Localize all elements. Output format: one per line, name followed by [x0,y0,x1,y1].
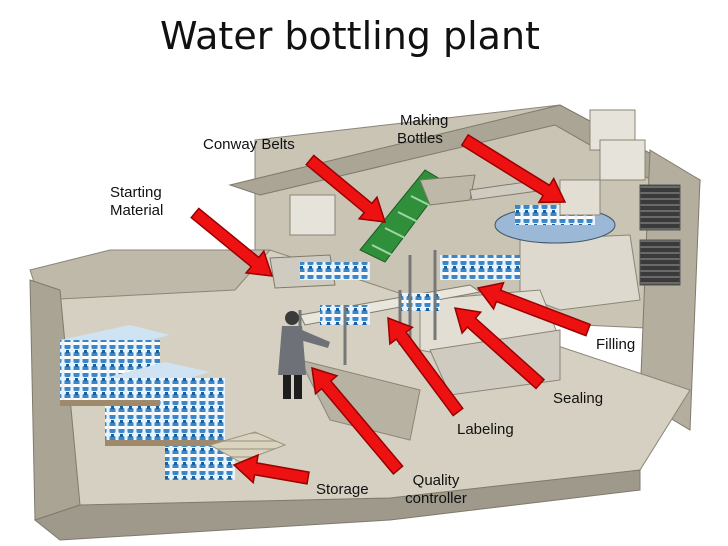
label-labeling: Labeling [457,421,514,438]
arrow-filling [476,281,592,337]
label-making-bottles: Making Bottles [397,112,448,148]
incline-conveyor [359,169,546,263]
label-starting-material-line2: Material [110,202,164,219]
container-front-bottom [33,469,641,541]
label-starting-material: Starting Material [110,184,163,220]
arrow-quality-controller [311,366,404,475]
arrow-making-bottles [460,133,567,204]
label-storage: Storage [316,481,369,498]
storage-boxes [289,194,336,236]
process-arrows [190,133,592,485]
process-tank-block [519,234,641,311]
arrow-labeling [387,316,464,417]
label-sealing: Sealing [553,390,604,407]
ac-unit-upper [639,184,681,231]
label-quality-controller-line2: controller [405,490,467,507]
label-filling: Filling [596,336,636,353]
ac-unit-lower [639,239,681,286]
bottle-line [269,194,520,365]
pallet-base-1 [60,400,160,406]
line-bottles [440,255,520,280]
operator-figure [278,311,330,399]
pallet-stack-2 [105,378,225,440]
label-starting-material-line1: Starting [110,184,162,201]
bottle-maker [494,179,616,244]
arrow-conway-belts [305,154,387,223]
label-conway-belts: Conway Belts [203,136,295,153]
arrow-sealing [453,307,546,390]
label-making-bottles-line1: Making [400,112,449,129]
label-quality-controller: Quality controller [396,472,476,508]
pallet-base-2 [105,440,225,446]
label-making-bottles-line2: Bottles [397,130,443,147]
bottle-maker-housing [559,179,601,216]
arrow-starting-material [190,207,274,277]
empty-pallet [208,431,287,463]
pallet-stacks [60,325,287,480]
page-title: Water bottling plant [160,14,540,58]
cabinet-mid [599,139,646,181]
label-quality-controller-line1: Quality [412,472,460,489]
feed-bottles [300,262,370,280]
hopper [419,174,476,206]
arrow-storage [232,453,310,485]
